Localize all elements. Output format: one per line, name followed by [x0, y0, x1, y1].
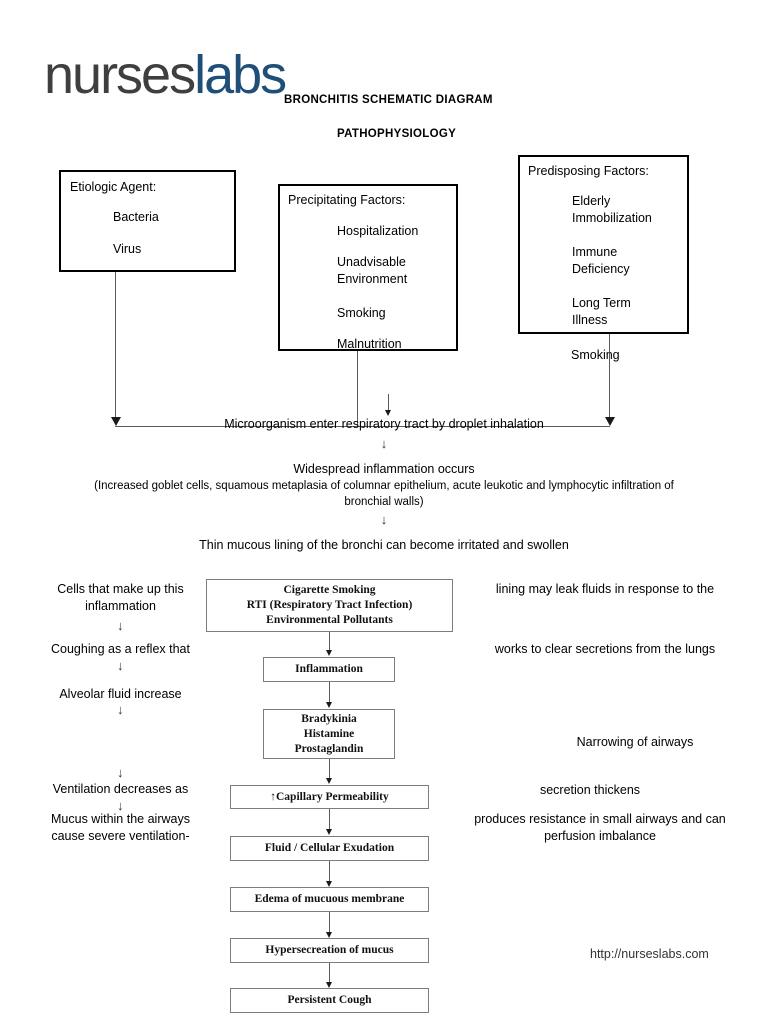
predisposing-factors-item-immune: Immune Deficiency: [572, 245, 630, 276]
connector-center-arrowhead: [385, 410, 391, 416]
left-note-5: Mucus within the airways cause severe ve…: [51, 812, 190, 843]
left-note-2: Coughing as a reflex that: [51, 642, 190, 656]
source-url[interactable]: http://nurseslabs.com: [590, 947, 709, 961]
precipitating-factors-item-environment: Unadvisable Environment: [337, 255, 408, 286]
flow-inflammation-line2: (Increased goblet cells, squamous metapl…: [94, 480, 674, 492]
etiologic-agent-box: Etiologic Agent: Bacteria Virus: [59, 170, 236, 272]
connector-center-vertical: [388, 394, 389, 413]
predisposing-factors-box: Predisposing Factors: Elderly Immobiliza…: [518, 155, 689, 334]
right-note-5: produces resistance in small airways and…: [474, 812, 726, 843]
flow-inflammation-line3: bronchial walls): [344, 496, 424, 508]
predisposing-factors-item-elderly: Elderly Immobilization: [572, 194, 652, 225]
cascade-box-edema-mucous-membrane: Edema of mucuous membrane: [230, 887, 429, 912]
right-note-1: lining may leak fluids in response to th…: [495, 582, 715, 596]
cascade-connector-1: [329, 632, 330, 653]
left-note-arrow-2: ↓: [117, 658, 124, 673]
cascade-box-mediators: Bradykinia Histamine Prostaglandin: [263, 709, 395, 759]
logo-text-secondary: labs: [194, 45, 287, 105]
left-note-arrow-5: ↓: [117, 798, 124, 813]
cascade-box-persistent-cough-label: Persistent Cough: [287, 994, 372, 1006]
cascade-connector-5: [329, 861, 330, 884]
connector-precipitating-vertical: [357, 351, 358, 427]
flow-arrow-2: ↓: [380, 512, 388, 527]
left-note-3: Alveolar fluid increase: [59, 687, 182, 701]
diagram-subtitle: PATHOPHYSIOLOGY: [337, 128, 457, 140]
predisposing-outside-label-smoking: Smoking: [571, 348, 620, 362]
cascade-box-fluid-cellular-exudation-label: Fluid / Cellular Exudation: [264, 842, 395, 854]
nurseslabs-logo: nurseslabs: [44, 45, 287, 105]
cascade-connector-2: [329, 682, 330, 705]
etiologic-agent-item-bacteria: Bacteria: [113, 210, 159, 224]
etiologic-agent-item-virus: Virus: [113, 242, 142, 256]
left-note-4: Ventilation decreases as: [52, 782, 189, 796]
cascade-arrowhead-7: [326, 982, 332, 988]
cascade-box-inflammation-label: Inflammation: [295, 663, 363, 675]
left-note-arrow-3: ↓: [117, 702, 124, 717]
cascade-box-cigarette-smoking: Cigarette Smoking RTI (Respiratory Tract…: [206, 579, 453, 632]
flow-arrow-1: ↓: [380, 436, 388, 451]
cascade-box-capillary-permeability-label: ↑Capillary Permeability: [270, 790, 389, 803]
cascade-arrowhead-6: [326, 932, 332, 938]
etiologic-agent-header: Etiologic Agent:: [70, 180, 157, 194]
cascade-box-persistent-cough: Persistent Cough: [230, 988, 429, 1013]
connector-etiologic-arrowhead: [111, 417, 121, 426]
cascade-box-edema-mucous-membrane-label: Edema of mucuous membrane: [254, 893, 405, 905]
left-note-arrow-1: ↓: [117, 618, 124, 633]
connector-horizontal-bus: [115, 426, 610, 427]
cascade-connector-7: [329, 963, 330, 986]
cascade-arrowhead-1: [326, 650, 332, 656]
cascade-arrowhead-4: [326, 829, 332, 835]
cascade-box-cigarette-smoking-label: Cigarette Smoking RTI (Respiratory Tract…: [246, 584, 413, 626]
precipitating-factors-item-hospitalization: Hospitalization: [337, 224, 419, 238]
predisposing-factors-header: Predisposing Factors:: [528, 164, 649, 178]
right-note-3: Narrowing of airways: [576, 735, 694, 749]
cascade-box-hypersecretion-of-mucus-label: Hypersecreation of mucus: [265, 944, 394, 956]
precipitating-factors-header: Precipitating Factors:: [288, 193, 406, 207]
connector-predisposing-vertical: [609, 334, 610, 420]
right-note-2: works to clear secretions from the lungs: [494, 642, 716, 656]
cascade-arrowhead-2: [326, 702, 332, 708]
flow-inflammation-line1: Widespread inflammation occurs: [293, 462, 475, 476]
flow-entry-text: Microorganism enter respiratory tract by…: [224, 417, 544, 431]
cascade-box-mediators-label: Bradykinia Histamine Prostaglandin: [294, 712, 364, 755]
cascade-box-inflammation: Inflammation: [263, 657, 395, 682]
cascade-box-capillary-permeability: ↑Capillary Permeability: [230, 785, 429, 809]
cascade-arrowhead-3: [326, 778, 332, 784]
left-note-arrow-4: ↓: [117, 765, 124, 780]
connector-predisposing-arrowhead: [605, 417, 615, 426]
cascade-box-fluid-cellular-exudation: Fluid / Cellular Exudation: [230, 836, 429, 861]
precipitating-factors-box: Precipitating Factors: Hospitalization U…: [278, 184, 458, 351]
logo-text-primary: nurses: [44, 45, 196, 105]
precipitating-factors-item-malnutrition: Malnutrition: [337, 337, 402, 351]
left-note-1: Cells that make up this inflammation: [57, 582, 184, 613]
right-note-4: secretion thickens: [539, 783, 641, 797]
cascade-connector-3: [329, 759, 330, 781]
cascade-connector-4: [329, 809, 330, 832]
cascade-connector-6: [329, 912, 330, 936]
precipitating-factors-item-smoking: Smoking: [337, 306, 386, 320]
cascade-box-hypersecretion-of-mucus: Hypersecreation of mucus: [230, 938, 429, 963]
diagram-title: BRONCHITIS SCHEMATIC DIAGRAM: [284, 94, 493, 106]
flow-mucous-lining-text: Thin mucous lining of the bronchi can be…: [199, 538, 569, 552]
predisposing-factors-item-longterm: Long Term Illness: [572, 296, 631, 327]
cascade-arrowhead-5: [326, 881, 332, 887]
connector-etiologic-vertical: [115, 272, 116, 420]
